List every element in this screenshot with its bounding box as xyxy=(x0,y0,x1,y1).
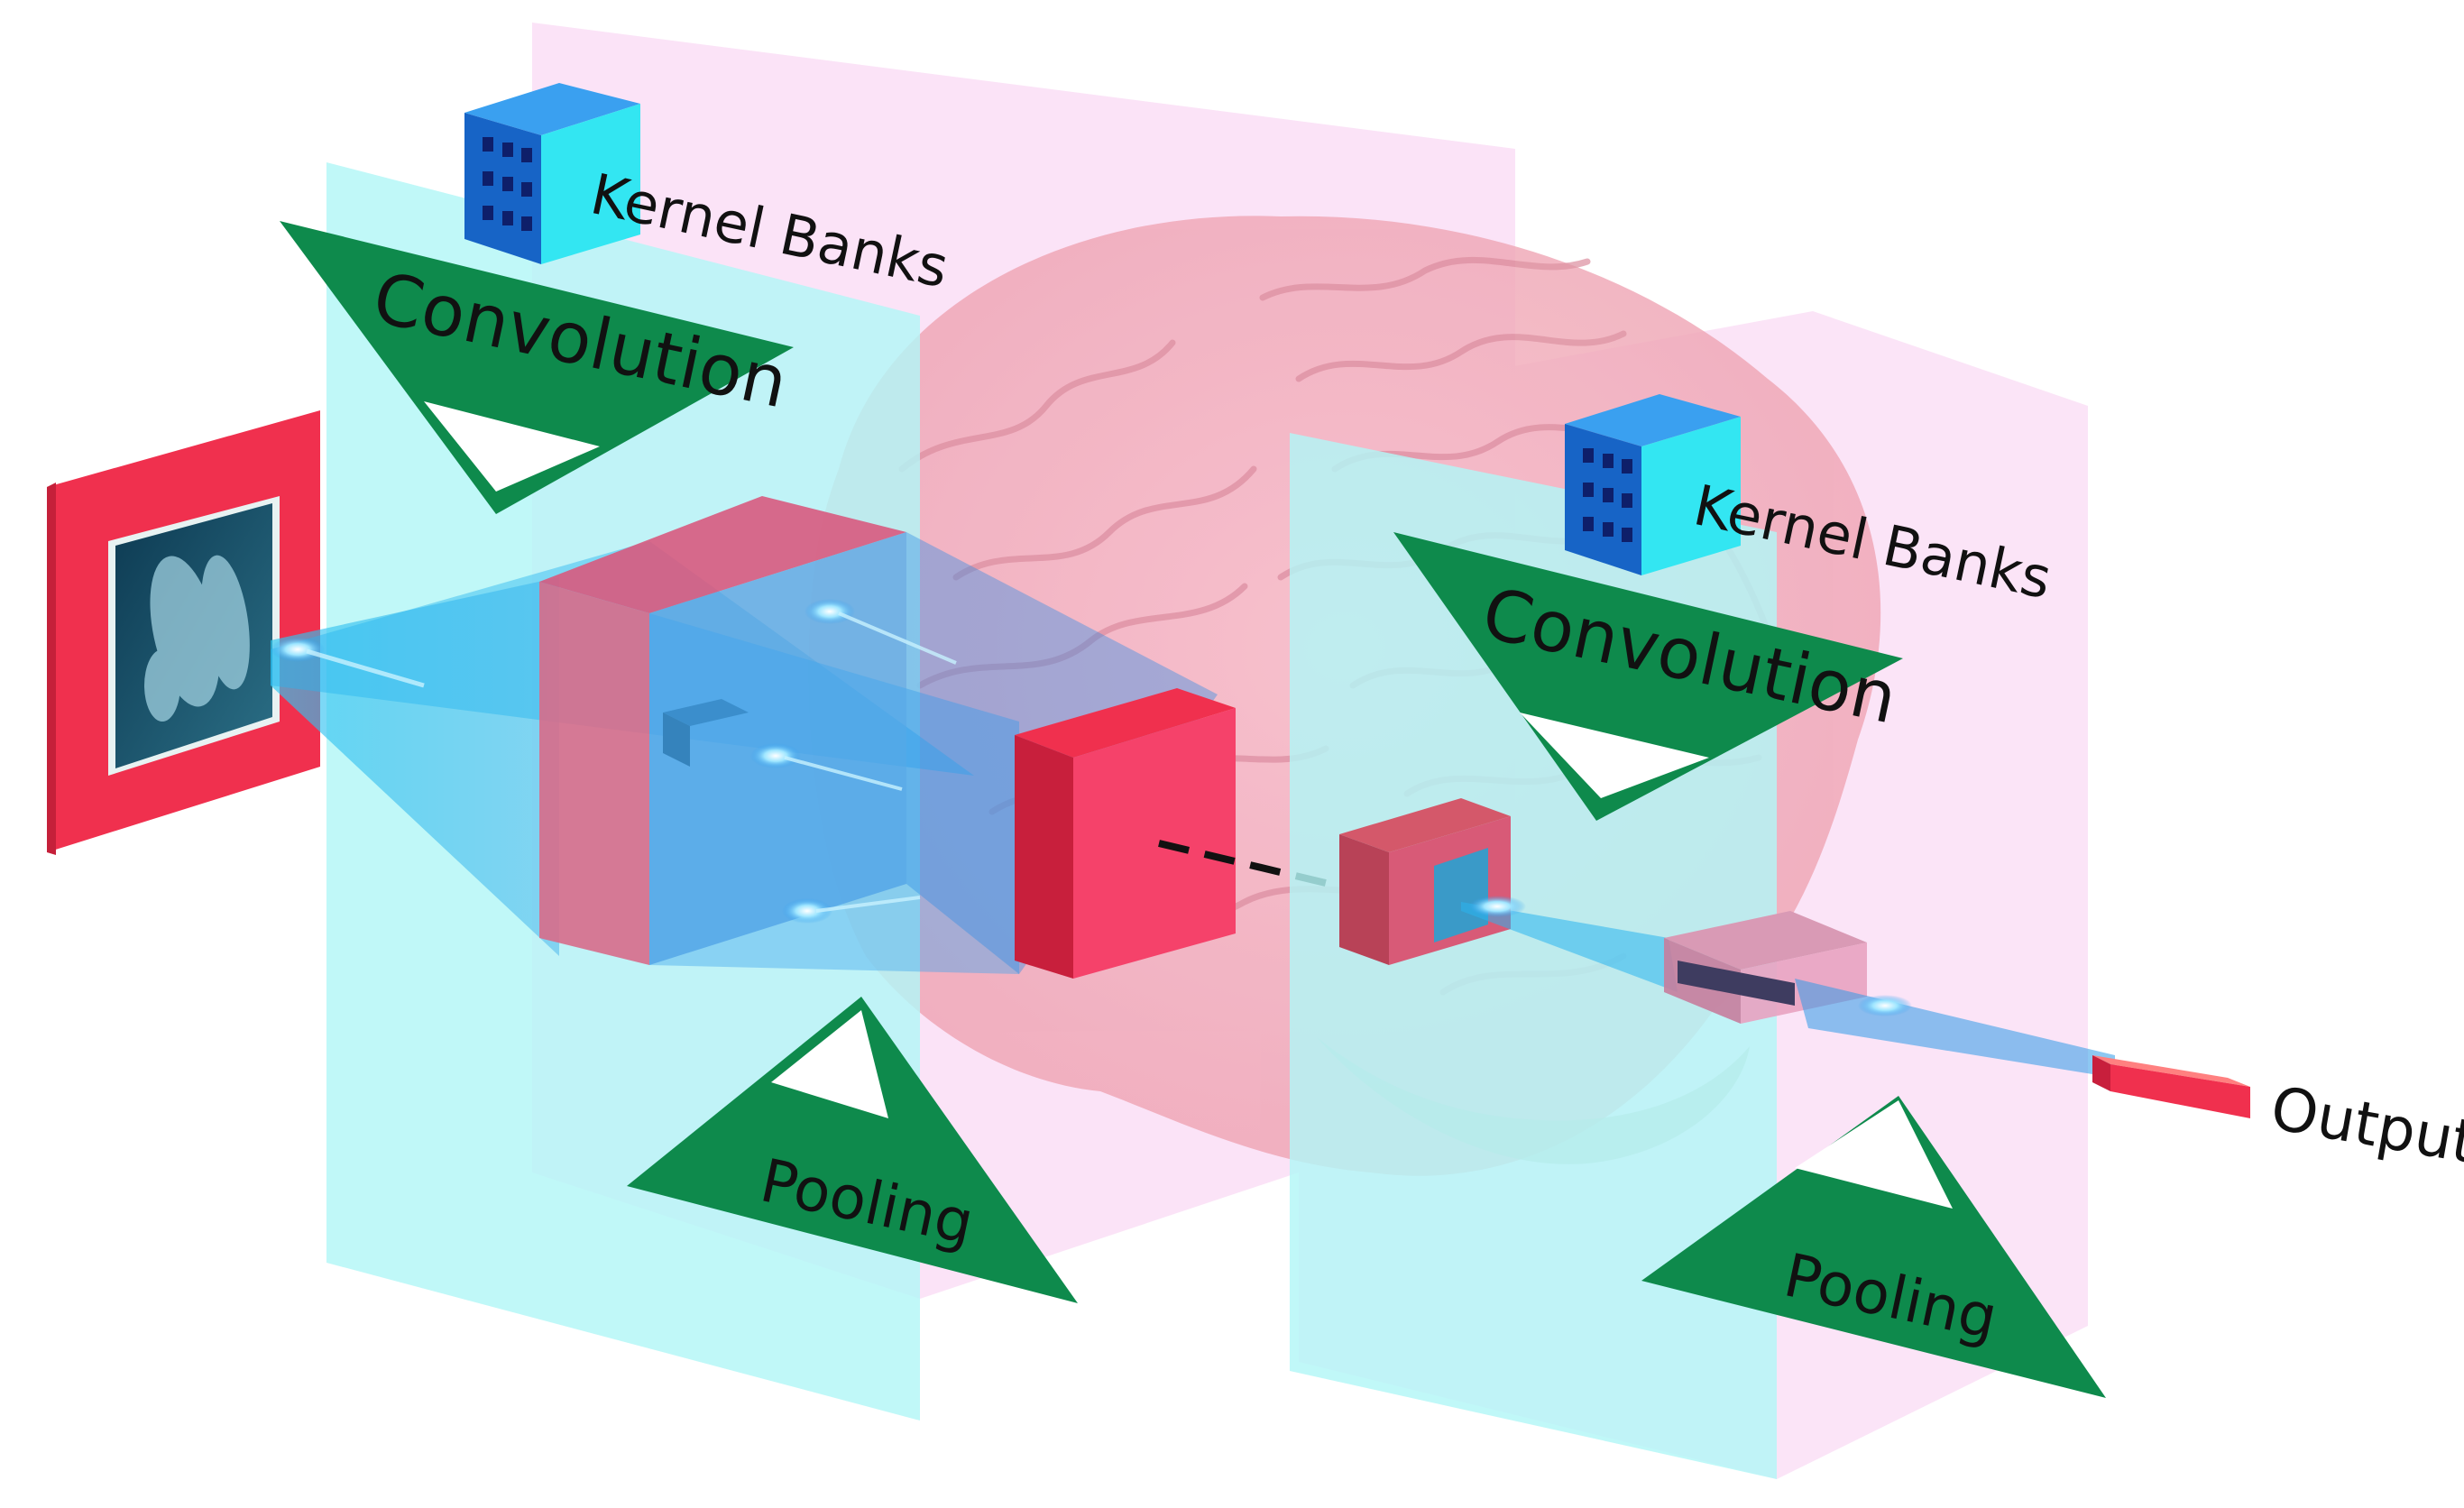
kernel-bank-cube-1 xyxy=(464,83,640,264)
feature-block-red xyxy=(1015,688,1236,979)
output-label: Output xyxy=(2266,1073,2464,1178)
fc-to-output-beam xyxy=(1795,979,2115,1078)
pooling-triangle-1 xyxy=(627,997,1078,1303)
kernel-bank-cube-2 xyxy=(1565,394,1741,575)
pooled-to-fc-beam xyxy=(1461,896,1678,992)
input-image-frame xyxy=(47,410,320,855)
convolution-triangle-2 xyxy=(1393,532,1903,821)
mri-scan-texture xyxy=(144,555,250,722)
convolution-triangle-1 xyxy=(280,221,794,514)
neuron-sparks-layer1 xyxy=(271,599,957,924)
feature-block-pooled xyxy=(1339,798,1511,965)
output-bar xyxy=(2092,1055,2250,1118)
pooling-triangle-2 xyxy=(1641,1096,2106,1398)
